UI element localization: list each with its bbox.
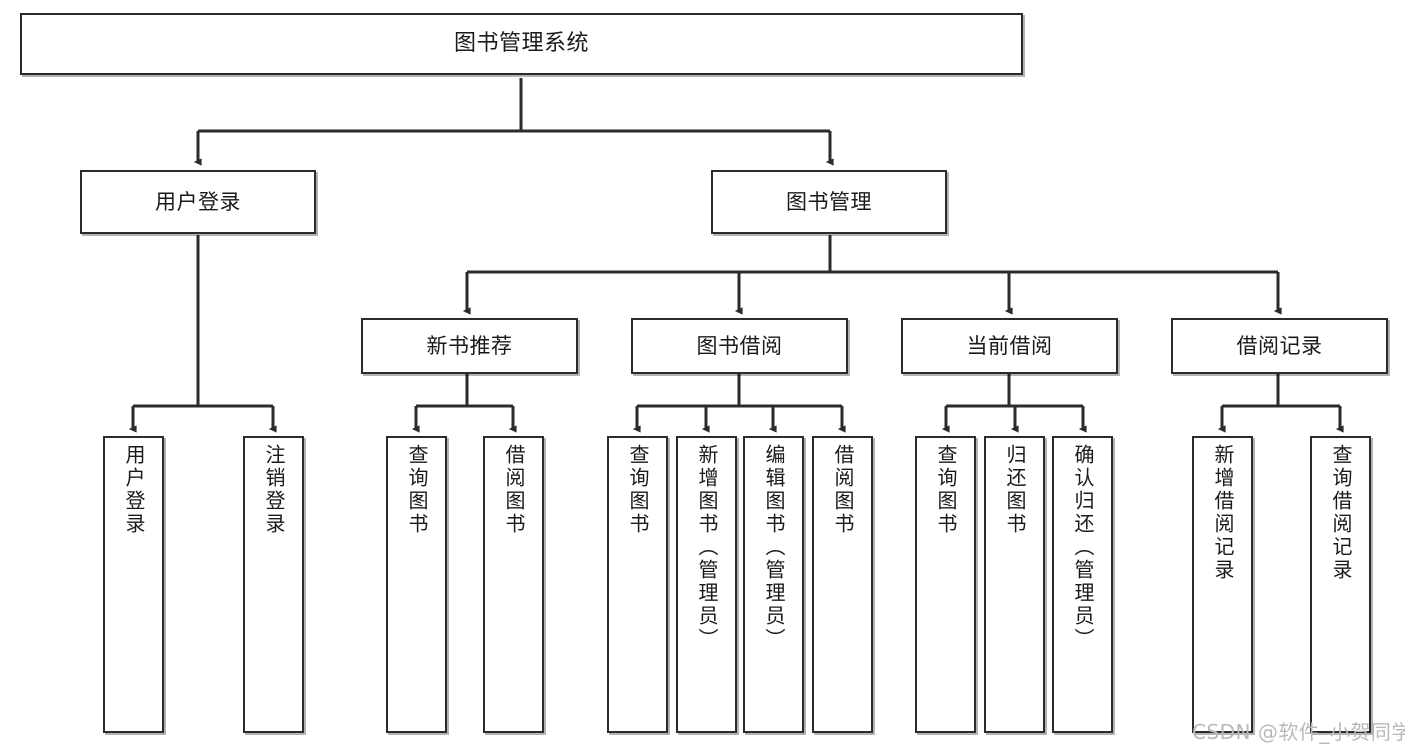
node-root-book-management-system[interactable]: 图书管理系统 <box>20 13 1023 75</box>
node-label: 新书推荐 <box>426 333 513 358</box>
node-label: 图书管理系统 <box>453 30 589 56</box>
leaf-book-borrow-query-book[interactable]: 查询图书 <box>607 436 668 733</box>
leaf-current-borrow-query-book[interactable]: 查询图书 <box>915 436 976 733</box>
leaf-new-book-borrow-book[interactable]: 借阅图书 <box>483 436 544 733</box>
node-label: 新增图书（管理员） <box>695 444 719 651</box>
node-label: 查询借阅记录 <box>1329 444 1353 582</box>
node-label: 当前借阅 <box>966 333 1053 358</box>
node-label: 确认归还（管理员） <box>1071 444 1095 651</box>
node-label: 图书借阅 <box>696 333 783 358</box>
node-label: 用户登录 <box>122 444 146 536</box>
node-current-borrow[interactable]: 当前借阅 <box>901 318 1118 374</box>
leaf-borrow-record-add-record[interactable]: 新增借阅记录 <box>1192 436 1253 733</box>
leaf-user-login-login[interactable]: 用户登录 <box>103 436 164 733</box>
leaf-book-borrow-borrow-book[interactable]: 借阅图书 <box>812 436 873 733</box>
leaf-current-borrow-return-book[interactable]: 归还图书 <box>984 436 1045 733</box>
node-book-management[interactable]: 图书管理 <box>711 170 947 234</box>
leaf-new-book-query-book[interactable]: 查询图书 <box>386 436 447 733</box>
node-label: 用户登录 <box>155 189 241 214</box>
node-label: 归还图书 <box>1003 444 1027 536</box>
node-label: 借阅图书 <box>502 444 526 536</box>
leaf-book-borrow-edit-book-admin[interactable]: 编辑图书（管理员） <box>743 436 804 733</box>
node-label: 新增借阅记录 <box>1211 444 1235 582</box>
node-label: 借阅图书 <box>831 444 855 536</box>
node-borrow-record[interactable]: 借阅记录 <box>1171 318 1388 374</box>
node-book-borrow[interactable]: 图书借阅 <box>631 318 848 374</box>
node-new-book-recommend[interactable]: 新书推荐 <box>361 318 578 374</box>
leaf-current-borrow-confirm-return-admin[interactable]: 确认归还（管理员） <box>1052 436 1113 733</box>
node-label: 查询图书 <box>934 444 958 536</box>
leaf-book-borrow-add-book-admin[interactable]: 新增图书（管理员） <box>676 436 737 733</box>
node-label: 编辑图书（管理员） <box>762 444 786 651</box>
node-user-login[interactable]: 用户登录 <box>80 170 316 234</box>
node-label: 图书管理 <box>786 189 872 214</box>
node-label: 注销登录 <box>262 444 286 536</box>
leaf-borrow-record-query-record[interactable]: 查询借阅记录 <box>1310 436 1371 733</box>
node-label: 查询图书 <box>405 444 429 536</box>
leaf-user-login-logout[interactable]: 注销登录 <box>243 436 304 733</box>
node-label: 借阅记录 <box>1236 333 1323 358</box>
node-label: 查询图书 <box>626 444 650 536</box>
csdn-watermark: CSDN @软件_小贺同学 <box>1192 720 1405 744</box>
